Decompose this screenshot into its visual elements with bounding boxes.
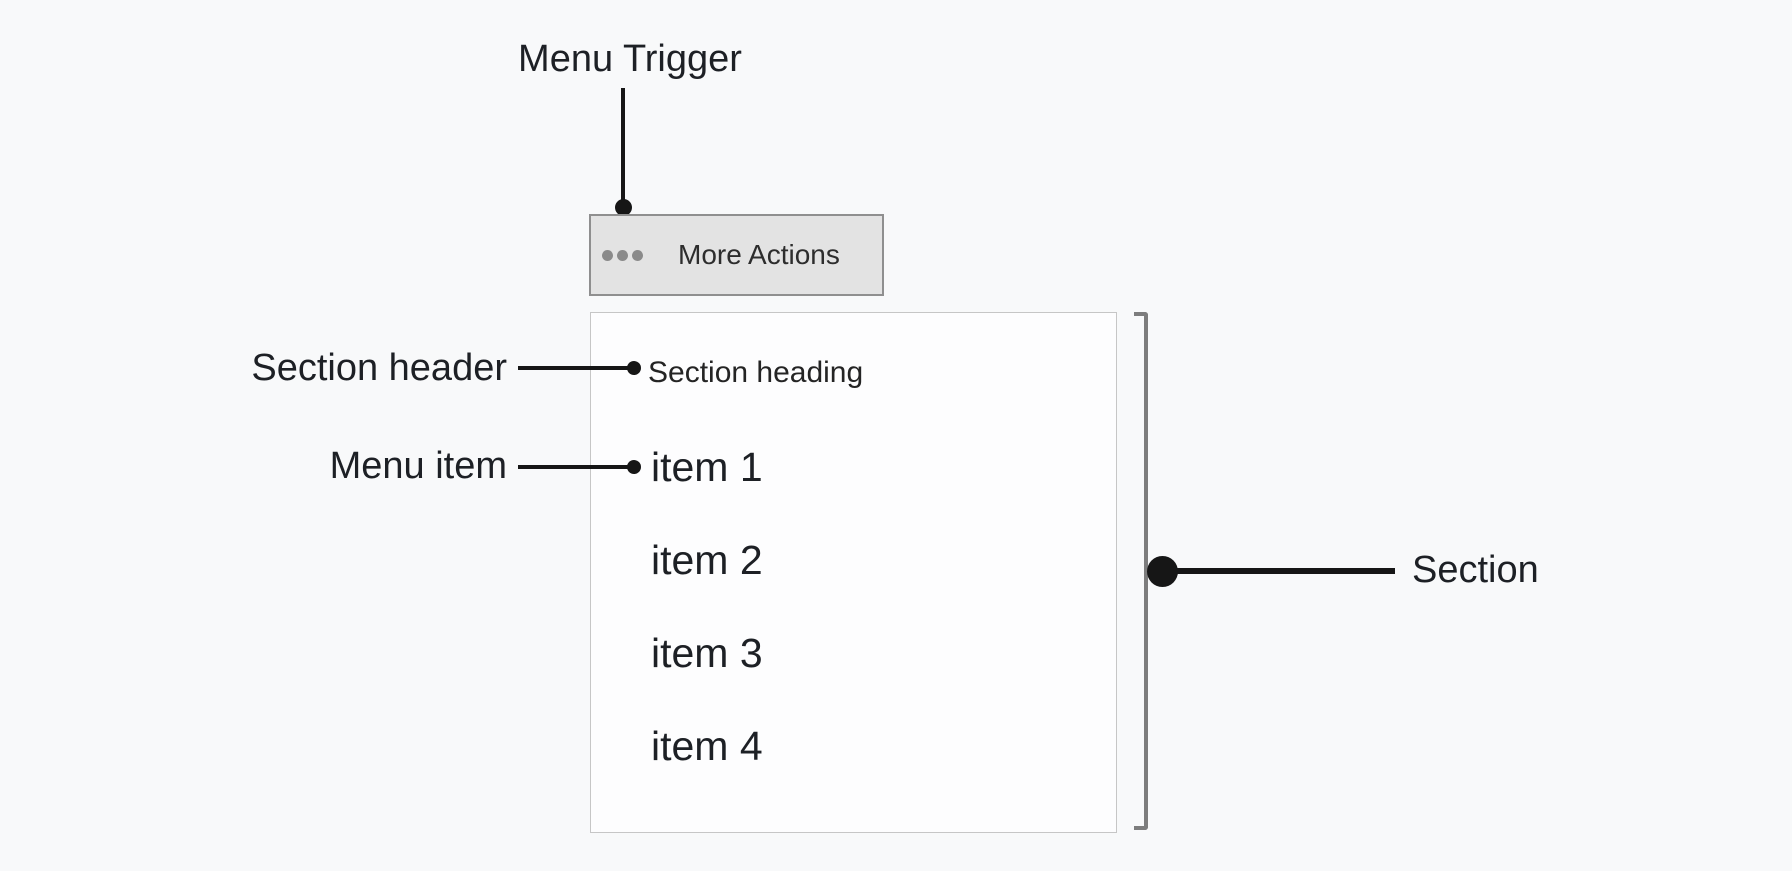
menu-trigger-connector-line — [621, 88, 625, 202]
ellipsis-dot — [617, 249, 628, 261]
menu-item-annotation-label: Menu item — [329, 445, 507, 487]
menu-item-connector-dot — [627, 460, 641, 474]
menu-trigger-annotation-label: Menu Trigger — [518, 38, 742, 80]
section-header-connector-line — [518, 366, 630, 370]
menu-item-4[interactable]: item 4 — [651, 723, 763, 769]
menu-item-connector-line — [518, 465, 630, 469]
section-annotation-label: Section — [1412, 549, 1539, 591]
menu-popover: Section heading item 1 item 2 item 3 ite… — [590, 312, 1117, 833]
menu-item-2[interactable]: item 2 — [651, 537, 763, 583]
section-header-annotation-label: Section header — [251, 347, 507, 389]
menu-section-heading: Section heading — [648, 356, 864, 389]
menu-item-1[interactable]: item 1 — [651, 444, 763, 490]
more-actions-button[interactable]: More Actions — [589, 214, 884, 296]
menu-item-3[interactable]: item 3 — [651, 630, 763, 676]
more-actions-button-label: More Actions — [678, 239, 840, 270]
ellipsis-dot — [602, 249, 613, 261]
section-bracket — [1134, 312, 1148, 830]
menu-trigger-connector-dot — [615, 199, 632, 216]
ellipsis-dot — [632, 249, 643, 261]
section-connector-line — [1162, 568, 1395, 574]
ellipsis-icon — [602, 249, 643, 261]
section-header-connector-dot — [627, 361, 641, 375]
